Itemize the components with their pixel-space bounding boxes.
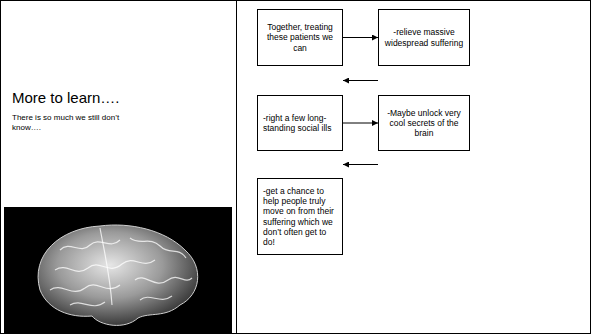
flow-arrow [343,80,378,81]
process-box: Together, treating these patients we can [257,9,343,66]
box-text: -right a few long-standing social ills [263,113,337,133]
box-text: -Maybe unlock very cool secrets of the b… [384,108,464,139]
box-text: -get a chance to help people truly move … [263,186,337,247]
slide-title: More to learn…. [12,89,222,107]
box-text: -relieve massive widespread suffering [384,27,464,47]
panel-divider [236,0,237,334]
process-box: -relieve massive widespread suffering [378,9,470,66]
process-box: -get a chance to help people truly move … [257,178,343,255]
box-text: Together, treating these patients we can [263,22,337,53]
picture-ground [4,207,232,334]
process-box: -right a few long-standing social ills [257,95,343,151]
process-box: -Maybe unlock very cool secrets of the b… [378,95,470,151]
brain-picture [4,207,232,334]
brain-folds [50,228,192,306]
flow-arrow [343,37,378,38]
slide-subtext: There is so much we still don’t know…. [12,113,130,134]
brain-shape [38,225,198,325]
flow-arrow [343,164,378,165]
flow-arrow [343,123,378,124]
